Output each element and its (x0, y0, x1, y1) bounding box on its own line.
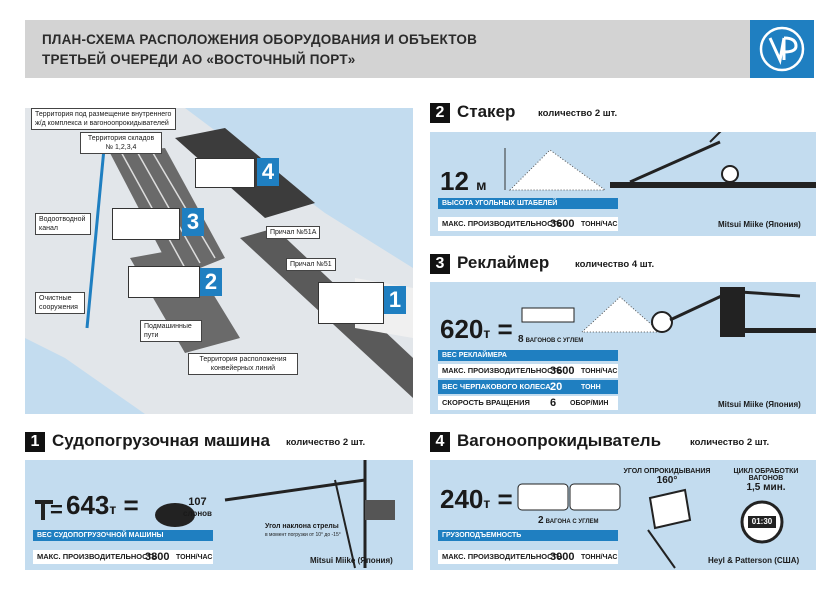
label-water-channel: Водоотводной канал (35, 213, 91, 235)
stacker-number: 2 (430, 103, 450, 123)
shiploader-weight: 643т = (66, 490, 139, 520)
dumper-capacity-label: ГРУЗОПОДЪЕМНОСТЬ (438, 530, 618, 541)
map-stacker-icon (128, 266, 200, 298)
shiploader-productivity-row: МАКС. ПРОИЗВОДИТЕЛЬНОСТЬ 3800 ТОНН/ЧАС (33, 550, 213, 564)
stacker-height-label: ВЫСОТА УГОЛЬНЫХ ШТАБЕЛЕЙ (438, 198, 618, 209)
reclaimer-wheel-row: ВЕС ЧЕРПАКОВОГО КОЛЕСА 20 ТОНН (438, 380, 618, 394)
stacker-productivity-row: МАКС. ПРОИЗВОДИТЕЛЬНОСТЬ 3600 ТОНН/ЧАС (438, 217, 618, 231)
shiploader-maker: Mitsui Miike (Япония) (310, 556, 393, 565)
reclaimer-qty: количество 4 шт. (575, 259, 655, 270)
dumper-cycle: ЦИКЛ ОБРАБОТКИ ВАГОНОВ 1,5 мин. (733, 468, 799, 493)
reclaimer-productivity-row: МАКС. ПРОИЗВОДИТЕЛЬНОСТЬ 3600 ТОНН/ЧАС (438, 364, 618, 378)
map-marker-2: 2 (200, 268, 222, 296)
dumper-capacity: 240т = (440, 484, 513, 514)
map-shiploader-icon (318, 282, 384, 324)
reclaimer-number: 3 (430, 254, 450, 274)
dumper-timer: 01:30 (748, 516, 776, 528)
label-conveyors: Территория расположения конвейерных лини… (188, 353, 298, 375)
map-marker-4: 4 (257, 158, 279, 186)
map-reclaimer-icon (112, 208, 180, 240)
label-treatment: Очистные сооружения (35, 292, 85, 314)
shiploader-qty: количество 2 шт. (286, 437, 366, 448)
reclaimer-maker: Mitsui Miike (Япония) (718, 400, 801, 409)
map-wagon-icon (195, 158, 255, 188)
dumper-qty: количество 2 шт. (690, 437, 770, 448)
reclaimer-panel (430, 282, 816, 414)
page-title: ПЛАН-СХЕМА РАСПОЛОЖЕНИЯ ОБОРУДОВАНИЯ И О… (42, 32, 478, 67)
reclaimer-title: Реклаймер (457, 253, 550, 272)
map-marker-1: 1 (384, 286, 406, 314)
dumper-angle: УГОЛ ОПРОКИДЫВАНИЯ 160° (623, 468, 711, 486)
stacker-title: Стакер (457, 102, 516, 121)
shiploader-weight-label: ВЕС СУДОПОГРУЗОЧНОЙ МАШИНЫ (33, 530, 213, 541)
stacker-drawing (504, 121, 816, 191)
shiploader-title: Судопогрузочная машина (52, 431, 270, 450)
label-warehouses: Территория складов № 1,2,3,4 (80, 132, 162, 154)
label-berth-51a: Причал №51А (266, 226, 321, 239)
dumper-productivity-row: МАКС. ПРОИЗВОДИТЕЛЬНОСТЬ 3000 ТОНН/ЧАС (438, 550, 618, 564)
dumper-wagons: 2 ВАГОНА С УГЛЕМ (538, 515, 599, 526)
shiploader-eq: = (50, 497, 63, 522)
stacker-maker: Mitsui Miike (Япония) (718, 220, 801, 229)
logo-icon (759, 26, 805, 72)
reclaimer-drawing (521, 287, 816, 337)
shiploader-angle: Угол наклона стрелы в момент погрузки от… (265, 523, 341, 538)
label-rails: Подмашинные пути (140, 320, 202, 342)
logo (750, 20, 814, 78)
stacker-panel (430, 121, 816, 236)
stacker-height: 12 м (440, 166, 487, 196)
shiploader-number: 1 (25, 432, 45, 452)
header-bar (25, 20, 770, 78)
dumper-number: 4 (430, 432, 450, 452)
dumper-panel (430, 460, 816, 570)
reclaimer-speed-row: СКОРОСТЬ ВРАЩЕНИЯ 6 ОБОР/МИН (438, 396, 618, 410)
label-rail-territory: Территория под размещение внутреннего ж/… (31, 108, 176, 130)
label-berth-51: Причал №51 (286, 258, 336, 271)
dumper-drawing (517, 483, 784, 569)
shiploader-elephants: 107 слонов (183, 496, 212, 519)
reclaimer-weight-label: ВЕС РЕКЛАЙМЕРА (438, 350, 618, 361)
dumper-title: Вагоноопрокидыватель (457, 431, 662, 450)
shiploader-drawing (35, 460, 395, 569)
reclaimer-wagons: 8 ВАГОНОВ С УГЛЕМ (518, 334, 584, 345)
stacker-qty: количество 2 шт. (538, 108, 618, 119)
reclaimer-weight: 620т = (440, 314, 513, 344)
map-marker-3: 3 (182, 208, 204, 236)
dumper-maker: Heyl & Patterson (США) (708, 556, 800, 565)
